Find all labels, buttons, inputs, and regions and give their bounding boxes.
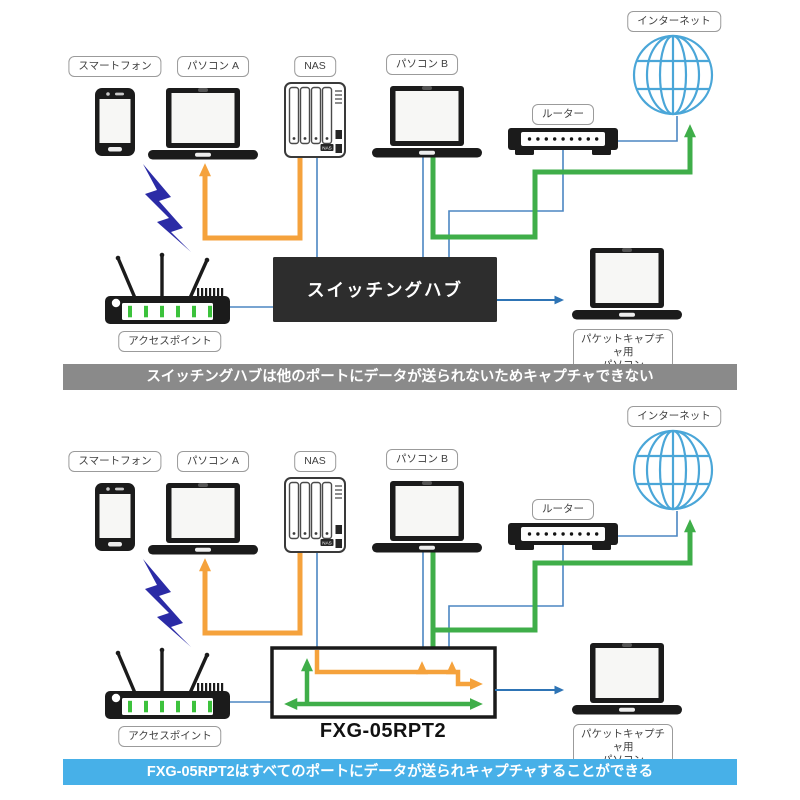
label-nas: NAS (294, 451, 336, 473)
top-diagram (95, 34, 714, 326)
cable-router-to-internet (618, 511, 678, 537)
flow-nas-to-pca (199, 158, 303, 241)
cable-router-to-internet (618, 116, 678, 142)
label-access-point: アクセスポイント (118, 331, 222, 353)
nas (284, 82, 346, 158)
bottom-caption-bar: FXG-05RPT2はすべてのポートにデータが送られキャプチャすることができる (63, 759, 737, 785)
label-pc-a: パソコン A (177, 451, 249, 473)
label-router: ルーター (532, 499, 594, 521)
switching-hub-box (273, 257, 497, 322)
flow-pcb-to-internet (430, 124, 696, 240)
capture-pc (572, 248, 682, 320)
wireless-link (143, 164, 191, 252)
wireless-link (143, 559, 191, 647)
capture-pc (572, 643, 682, 715)
smartphone (95, 88, 135, 156)
internet-globe (632, 34, 714, 116)
label-smartphone: スマートフォン (68, 451, 162, 473)
pc-a (148, 483, 258, 555)
label-internet: インターネット (627, 406, 721, 428)
switching-hub-label: スイッチングハブ (307, 280, 463, 300)
flow-orange-spread-all-ports (314, 650, 483, 690)
label-smartphone: スマートフォン (68, 56, 162, 78)
access-point (103, 250, 232, 326)
repeater-hub-label: FXG-05RPT2 (319, 720, 447, 742)
label-capture-pc-line1: パケットキャプチャ用 (581, 728, 665, 754)
access-point (103, 646, 232, 721)
label-pc-a: パソコン A (177, 56, 249, 78)
internet-globe (632, 429, 714, 511)
bottom-diagram (95, 429, 714, 721)
label-internet: インターネット (627, 11, 721, 33)
label-capture-pc-line1: パケットキャプチャ用 (581, 333, 665, 359)
top-caption-bar: スイッチングハブは他のポートにデータが送られないためキャプチャできない (63, 364, 737, 390)
label-access-point: アクセスポイント (118, 726, 222, 748)
label-pc-b: パソコン B (386, 54, 458, 76)
label-nas: NAS (294, 56, 336, 78)
pc-a (148, 88, 258, 160)
smartphone (95, 483, 135, 551)
flow-nas-to-pca (199, 553, 303, 636)
cable-router-to-repeater (448, 545, 564, 648)
label-router: ルーター (532, 104, 594, 126)
pc-b (372, 86, 482, 158)
cable-router-to-hub (448, 150, 564, 257)
label-pc-b: パソコン B (386, 449, 458, 471)
flow-pcb-to-internet (433, 519, 696, 633)
pc-b (372, 481, 482, 553)
nas (284, 477, 346, 553)
